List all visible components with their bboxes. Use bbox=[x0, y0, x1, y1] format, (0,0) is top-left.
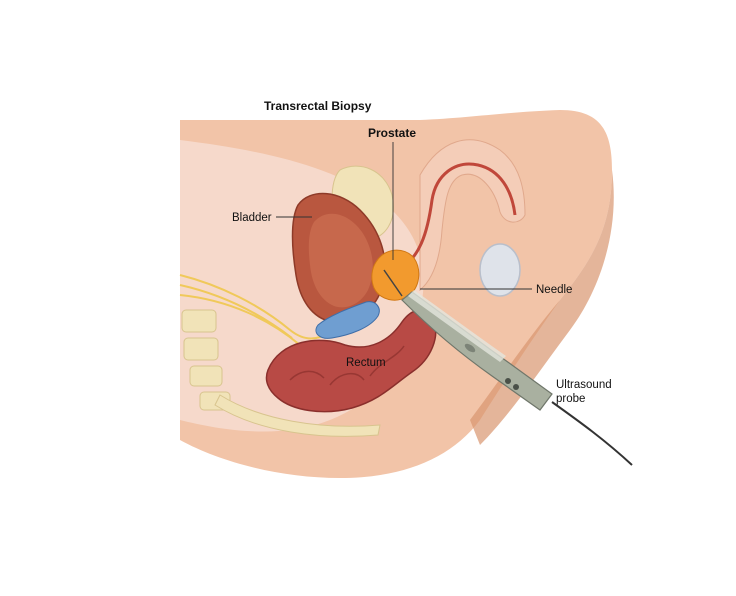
label-probe-line1: Ultrasound bbox=[556, 379, 612, 391]
label-probe-line2: probe bbox=[556, 393, 585, 405]
probe-cable bbox=[551, 401, 633, 466]
biopsy-needle bbox=[383, 269, 403, 297]
label-prostate: Prostate bbox=[368, 126, 416, 140]
rectum bbox=[265, 309, 437, 413]
label-bladder: Bladder bbox=[232, 212, 272, 224]
ultrasound-probe bbox=[401, 290, 633, 466]
sacrum-bones bbox=[181, 309, 381, 437]
probe-button bbox=[513, 384, 519, 390]
label-rectum: Rectum bbox=[346, 357, 386, 369]
testis bbox=[479, 243, 521, 297]
seminal-vesicles bbox=[315, 301, 380, 339]
probe-button bbox=[505, 378, 511, 384]
diagram-title: Transrectal Biopsy bbox=[264, 99, 372, 113]
urethra bbox=[394, 162, 517, 272]
nerve-bundle bbox=[179, 274, 331, 346]
label-needle: Needle bbox=[536, 284, 572, 296]
rectum-folds bbox=[289, 345, 405, 386]
bladder-inner bbox=[308, 213, 373, 308]
